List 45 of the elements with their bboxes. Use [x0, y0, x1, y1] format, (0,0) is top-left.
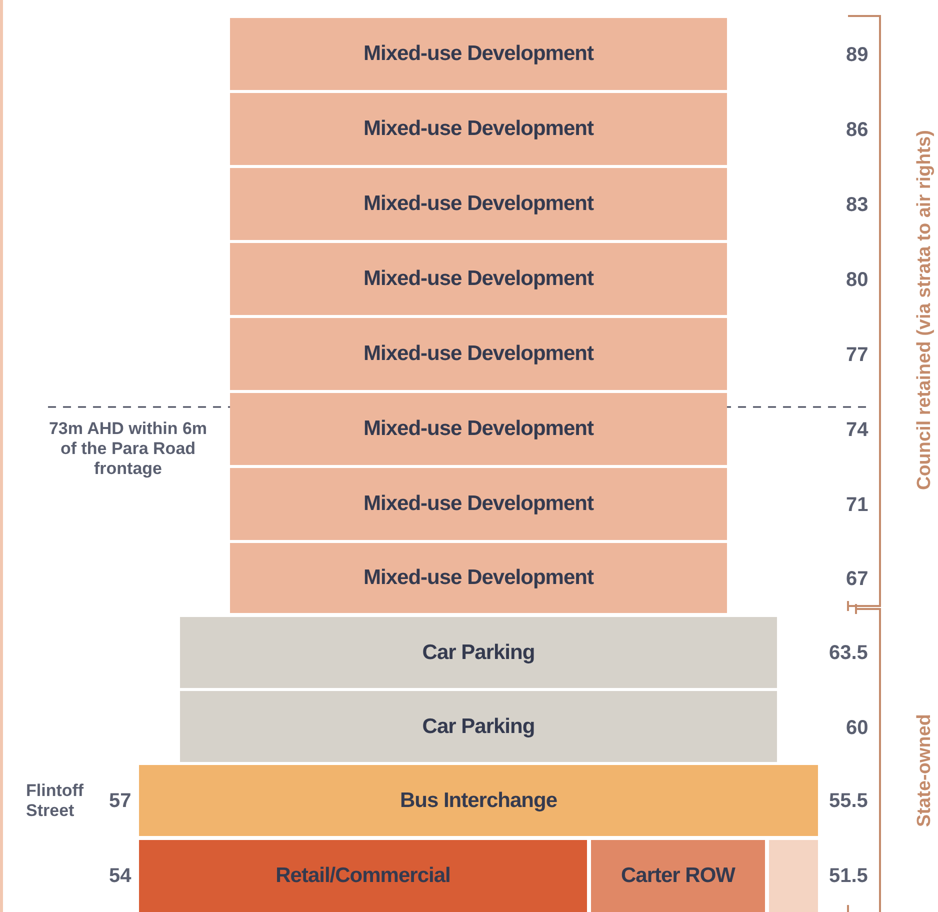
- height-note: 73m AHD within 6m of the Para Road frontage: [48, 419, 208, 479]
- level-height: 51.5: [829, 865, 868, 887]
- level-name: Mixed-use Development: [364, 492, 594, 516]
- level-height: 55.5: [829, 790, 868, 812]
- level-name: Mixed-use Development: [364, 342, 594, 366]
- level-name: Mixed-use Development: [364, 267, 594, 291]
- level-block: [180, 691, 777, 762]
- ownership-label: State-owned: [914, 714, 936, 826]
- level-height: 74: [846, 419, 868, 441]
- level-block: [230, 393, 727, 465]
- level-name: Retail/Commercial: [276, 864, 450, 888]
- level-name: Mixed-use Development: [364, 417, 594, 441]
- ownership-label: Council retained (via strata to air rights): [914, 130, 936, 490]
- level-block: [139, 765, 818, 836]
- level-block: [180, 617, 777, 688]
- level-block: [139, 840, 587, 912]
- level-name: Mixed-use Development: [364, 117, 594, 141]
- level-block: [230, 318, 727, 390]
- level-height: 83: [846, 194, 868, 216]
- level-height: 67: [846, 568, 868, 590]
- street-name: Flintoff Street: [26, 781, 85, 821]
- level-name: Mixed-use Development: [364, 42, 594, 66]
- level-block: [230, 93, 727, 165]
- level-height: 60: [846, 717, 868, 739]
- level-height: 63.5: [829, 642, 868, 664]
- level-name: Mixed-use Development: [364, 566, 594, 590]
- level-block: [230, 543, 727, 613]
- empty-block: [769, 840, 818, 912]
- level-name: Bus Interchange: [400, 788, 558, 812]
- level-name: Car Parking: [422, 640, 535, 664]
- level-height: 80: [846, 269, 868, 291]
- level-height: 77: [846, 344, 868, 366]
- level-name: Mixed-use Development: [364, 192, 594, 216]
- level-name: Car Parking: [422, 714, 535, 738]
- level-block: [230, 468, 727, 540]
- level-height: 86: [846, 119, 868, 141]
- level-height: 54: [109, 865, 132, 887]
- level-height: 89: [846, 44, 868, 66]
- level-height: 71: [846, 494, 868, 516]
- level-name: Carter ROW: [620, 864, 736, 888]
- level-block: [230, 243, 727, 315]
- level-block: [230, 18, 727, 90]
- level-block: [591, 840, 765, 912]
- level-height: 57: [109, 790, 132, 812]
- level-block: [230, 168, 727, 240]
